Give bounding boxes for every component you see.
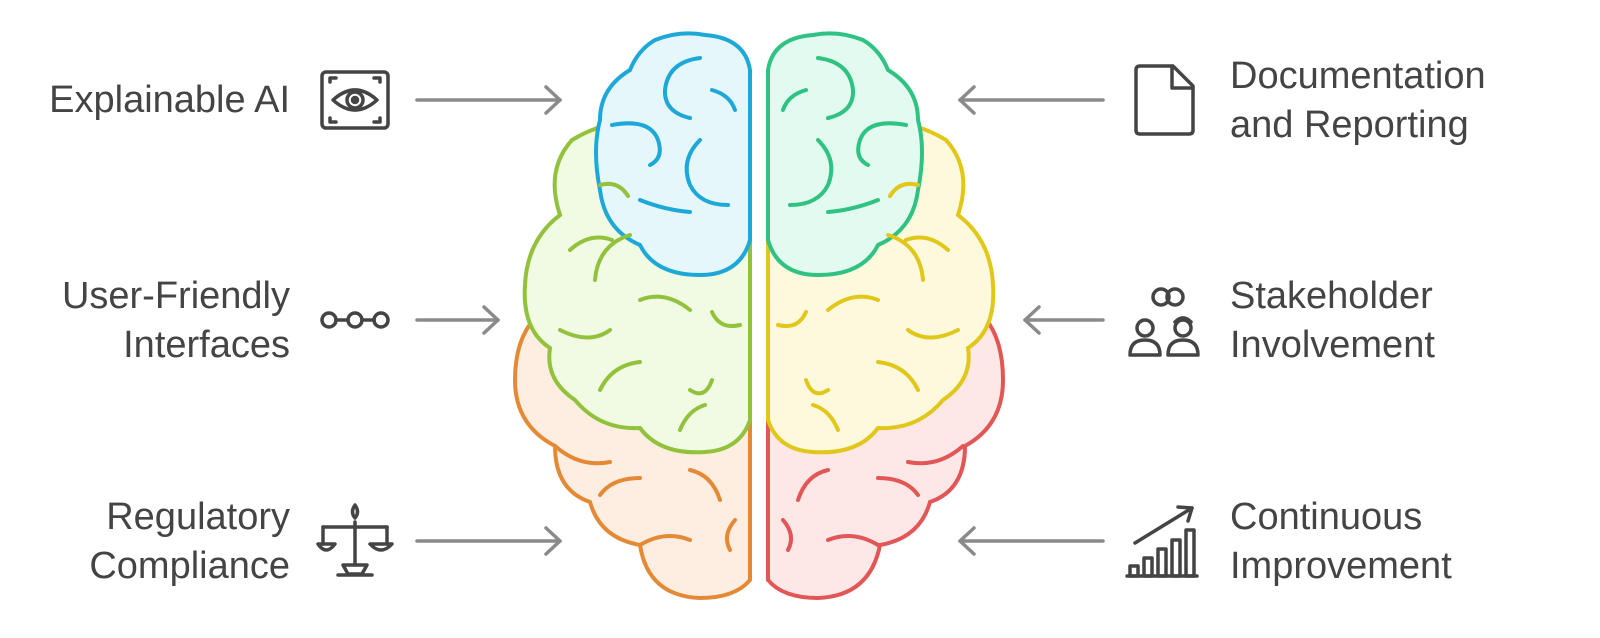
label-line: Improvement [1230,545,1452,587]
label-documentation-reporting: Documentation and Reporting [1230,52,1486,150]
right-arrows [958,85,1105,556]
brain-right-hemisphere [766,31,1006,601]
brain-folds [553,56,965,552]
connected-nodes-icon [320,311,390,329]
growth-chart-icon [1125,505,1199,578]
label-line: Documentation [1230,55,1486,97]
label-line: and Reporting [1230,104,1469,146]
arrow-stakeholder [1023,305,1105,335]
label-line: User-Friendly [61,275,290,317]
label-explainable-ai: Explainable AI [49,76,290,125]
arrow-explainable-ai [415,85,562,115]
arrow-user-friendly-interfaces [415,305,500,335]
arrow-documentation [958,85,1105,115]
arrow-continuous-improvement [958,526,1105,556]
brain-left-hemisphere [512,31,752,601]
label-line: Involvement [1230,324,1435,366]
label-continuous-improvement: Continuous Improvement [1230,493,1452,591]
brain-lobe-blue [594,31,752,278]
label-line: Stakeholder [1230,275,1433,317]
label-stakeholder-involvement: Stakeholder Involvement [1230,272,1435,370]
eye-scan-icon [320,70,390,130]
label-line: Compliance [89,545,290,587]
label-line: Interfaces [123,324,290,366]
arrow-regulatory-compliance [415,526,562,556]
label-regulatory-compliance: Regulatory Compliance [89,493,290,591]
label-line: Regulatory [106,496,290,538]
balance-scale-icon [316,503,394,577]
brain-lobe-green [766,31,924,278]
label-line: Continuous [1230,496,1423,538]
left-arrows [415,85,562,556]
label-line: Explainable AI [49,79,290,121]
people-link-icon [1128,287,1200,357]
document-icon [1134,64,1195,136]
label-user-friendly-interfaces: User-Friendly Interfaces [62,272,290,370]
